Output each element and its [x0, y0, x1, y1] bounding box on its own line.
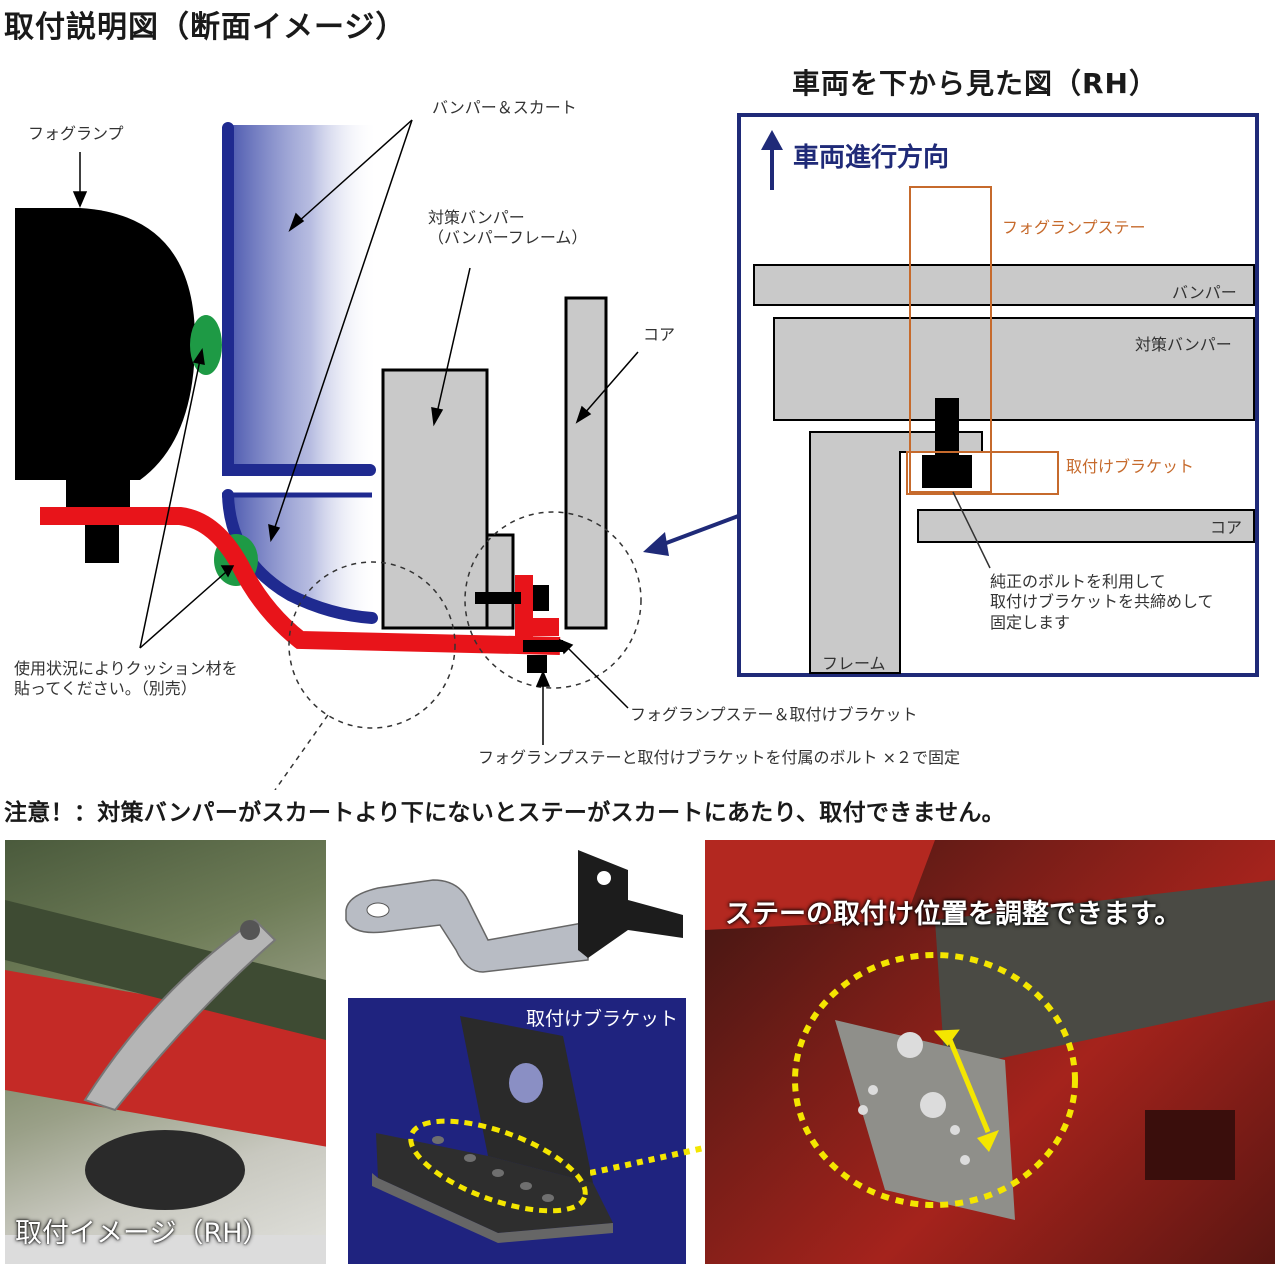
label-foglamp-stay: フォグランプステー [1002, 218, 1146, 237]
label-bv-counter-bumper: 対策バンパー [1135, 335, 1232, 354]
label-bv-bracket: 取付けブラケット [1066, 457, 1195, 476]
label-bv-core: コア [1210, 518, 1243, 537]
label-core: コア [643, 325, 676, 344]
label-counter-bumper: 対策バンパー （バンパーフレーム） [428, 208, 588, 247]
caution-text: 注意！：対策バンパーがスカートより下にないとステーがスカートにあたり、取付できま… [4, 800, 1005, 826]
bracket-photo: 取付けブラケット [348, 998, 686, 1264]
stay-product-image [345, 850, 683, 973]
bumper-outline-lower [222, 489, 378, 624]
bar-core [917, 509, 1255, 543]
small-block [485, 533, 515, 630]
foglamp-neck [66, 478, 130, 508]
label-frame: フレーム [822, 654, 886, 673]
bottom-view-diagram [643, 113, 1259, 677]
bar-counter-bumper [773, 317, 1255, 421]
bumper-outline-upper [222, 122, 376, 476]
bracket-caption: 取付けブラケット [525, 1008, 678, 1030]
install-photo: 取付イメージ（RH） [5, 840, 326, 1264]
bottom-view-title: 車両を下から見た図（RH） [792, 67, 1158, 100]
label-stay-bracket: フォグランプステー＆取付けブラケット [630, 705, 918, 724]
adjust-photo: ステーの取付け位置を調整できます。 [705, 840, 1275, 1264]
core-block [564, 296, 608, 630]
frame-shape [809, 431, 983, 674]
label-direction: 車両進行方向 [793, 143, 950, 173]
red-bracket-horiz [515, 618, 559, 636]
stay-outline [909, 186, 992, 493]
bumper-gradient-lower [228, 495, 378, 620]
label-bv-bumper: バンパー [1172, 283, 1237, 302]
bracket-outline [906, 451, 1059, 495]
counter-bumper-block [381, 368, 489, 630]
foglamp-shape [15, 208, 195, 480]
label-foglamp: フォグランプ [28, 124, 124, 143]
cushion-upper [190, 315, 222, 375]
label-fixing: フォグランプステーと取付けブラケットを付属のボルト ×２で固定 [478, 748, 961, 767]
bumper-gradient-upper [228, 125, 378, 470]
bar-bumper [753, 264, 1255, 306]
label-cushion: 使用状況によりクッション材を 貼ってください。（別売） [14, 659, 238, 698]
cross-section-diagram [15, 119, 642, 790]
main-title: 取付説明図（断面イメージ） [4, 10, 407, 45]
label-bolt-note: 純正のボルトを利用して 取付けブラケットを共締めして 固定します [990, 572, 1214, 632]
label-bumper-skirt: バンパー＆スカート [432, 98, 577, 117]
adjust-caption: ステーの取付け位置を調整できます。 [725, 899, 1182, 930]
red-stay [40, 507, 561, 655]
install-caption: 取付イメージ（RH） [15, 1218, 270, 1249]
